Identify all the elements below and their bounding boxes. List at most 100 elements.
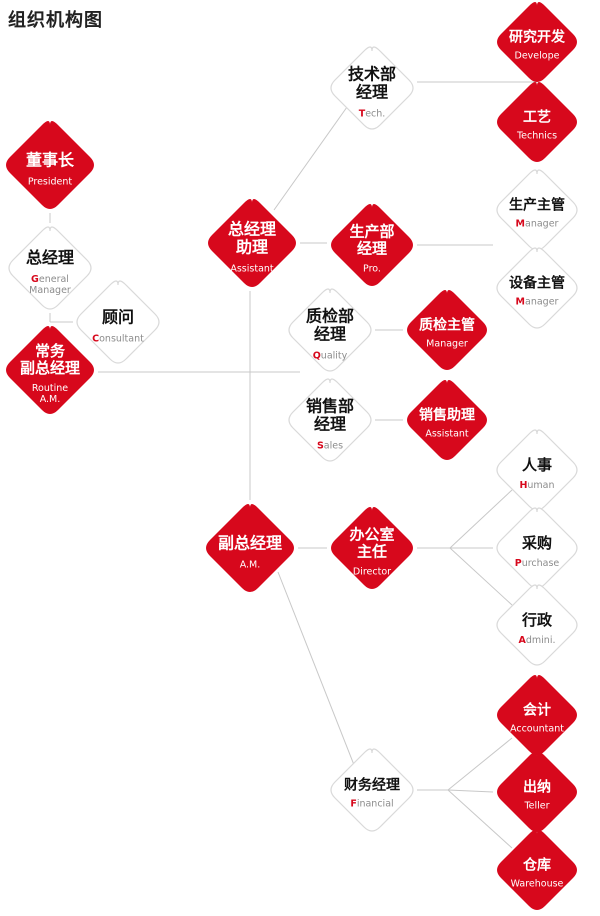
node-diamond — [496, 584, 578, 666]
node-label-en: Assistant — [425, 429, 469, 440]
node-label-en-accent: A — [519, 635, 527, 646]
node-label-en: A.M. — [40, 394, 61, 405]
node-diamond — [208, 199, 296, 287]
node-label-zh: 总经理 — [228, 220, 276, 239]
node-diamond — [407, 290, 487, 370]
node-label-zh: 质检部 — [306, 307, 354, 326]
node-label-zh: 销售助理 — [419, 407, 475, 424]
node-diamond — [497, 675, 577, 755]
node-label-zh: 顾问 — [102, 308, 134, 327]
node-diamond — [288, 378, 372, 462]
node-label-en: Teller — [523, 801, 549, 812]
connector-lines — [49, 81, 537, 849]
node-label-en: Financial — [350, 799, 393, 810]
node-label-en-rest: dmini. — [526, 635, 556, 646]
node-label-en: Manager — [426, 339, 468, 350]
node-label-en-accent: H — [519, 480, 527, 491]
node-label-zh: 工艺 — [523, 109, 551, 126]
connector-finance-accountant — [447, 737, 513, 791]
node-label-zh: 董事长 — [26, 151, 75, 170]
node-label-en: A.M. — [240, 560, 261, 571]
node-consultant: 顾问 Consultant — [76, 280, 160, 364]
node-finance_mgr: 财务经理 Financial — [330, 748, 414, 832]
node-label-en: Admini. — [519, 635, 556, 646]
node-diamond — [497, 752, 577, 832]
node-label-zh: 副总经理 — [20, 359, 80, 377]
node-label-en: Routine — [32, 383, 68, 394]
node-label-zh: 技术部 — [348, 65, 396, 84]
node-label-en-rest: uman — [527, 480, 554, 491]
node-label-en-accent: T — [359, 109, 366, 120]
node-label-en-rest: urchase — [522, 558, 560, 569]
node-label-en: Consultant — [92, 334, 144, 345]
node-label-en-rest: inancial — [357, 799, 394, 810]
node-label-zh: 财务经理 — [343, 777, 400, 794]
node-label-en: Sales — [317, 441, 343, 452]
node-label-en: Manager — [29, 285, 71, 296]
page-title: 组织机构图 — [8, 10, 103, 31]
node-label-zh: 质检主管 — [419, 317, 475, 334]
node-label-en-accent: F — [350, 799, 357, 810]
node-diamond — [206, 504, 294, 592]
node-label-en-rest: anager — [525, 297, 559, 308]
node-diamond — [497, 82, 577, 162]
node-accountant: 会计 Accountant — [497, 675, 577, 755]
node-label-zh: 设备主管 — [509, 275, 565, 292]
node-label-en: General — [31, 274, 69, 285]
connector-office-hr — [449, 489, 513, 549]
node-diamond — [8, 226, 92, 310]
node-label-zh: 经理 — [314, 415, 346, 434]
node-sales_asst: 销售助理 Assistant — [407, 380, 487, 460]
node-label-zh: 经理 — [356, 83, 388, 102]
node-label-en: Quality — [313, 351, 348, 362]
node-label-zh: 销售部 — [306, 397, 354, 416]
node-label-en: Human — [519, 480, 554, 491]
node-label-zh: 研究开发 — [509, 29, 566, 46]
node-label-zh: 出纳 — [523, 779, 551, 796]
node-technics: 工艺 Technics — [497, 82, 577, 162]
node-label-zh: 经理 — [314, 325, 346, 344]
node-diamond — [330, 748, 414, 832]
node-label-en: Technics — [516, 131, 557, 142]
node-admin: 行政 Admini. — [496, 584, 578, 666]
node-label-zh: 经理 — [357, 240, 387, 258]
node-label-en-accent: M — [516, 297, 525, 308]
node-label-en-rest: uality — [321, 351, 348, 362]
connector-vice-finance — [277, 571, 357, 771]
node-label-en-accent: P — [515, 558, 522, 569]
node-diamond — [497, 830, 577, 910]
node-label-zh: 仓库 — [522, 857, 551, 874]
node-label-zh: 人事 — [522, 456, 552, 474]
node-diamond — [497, 2, 577, 82]
node-diamond — [330, 46, 414, 130]
node-label-en-accent: M — [516, 219, 525, 230]
node-purchase: 采购 Purchase — [496, 507, 578, 589]
node-label-en: Accountant — [510, 724, 564, 735]
node-label-en-accent: S — [317, 441, 324, 452]
node-label-en: Tech. — [359, 109, 386, 120]
node-label-en: Pro. — [363, 264, 381, 275]
node-hr: 人事 Human — [496, 429, 578, 511]
node-diamond — [6, 326, 94, 414]
node-label-zh: 行政 — [521, 611, 553, 629]
node-label-en-accent: G — [31, 274, 39, 285]
node-diamond — [331, 507, 413, 589]
node-label-zh: 常务 — [35, 342, 66, 360]
node-label-en: President — [28, 177, 73, 188]
node-label-en-rest: ech. — [365, 109, 385, 120]
node-label-zh: 会计 — [523, 702, 551, 719]
node-equip_mgr: 设备主管 Manager — [496, 247, 578, 329]
node-label-en: Director — [353, 567, 391, 578]
node-label-zh: 采购 — [521, 534, 552, 552]
node-label-zh: 生产部 — [349, 223, 394, 241]
